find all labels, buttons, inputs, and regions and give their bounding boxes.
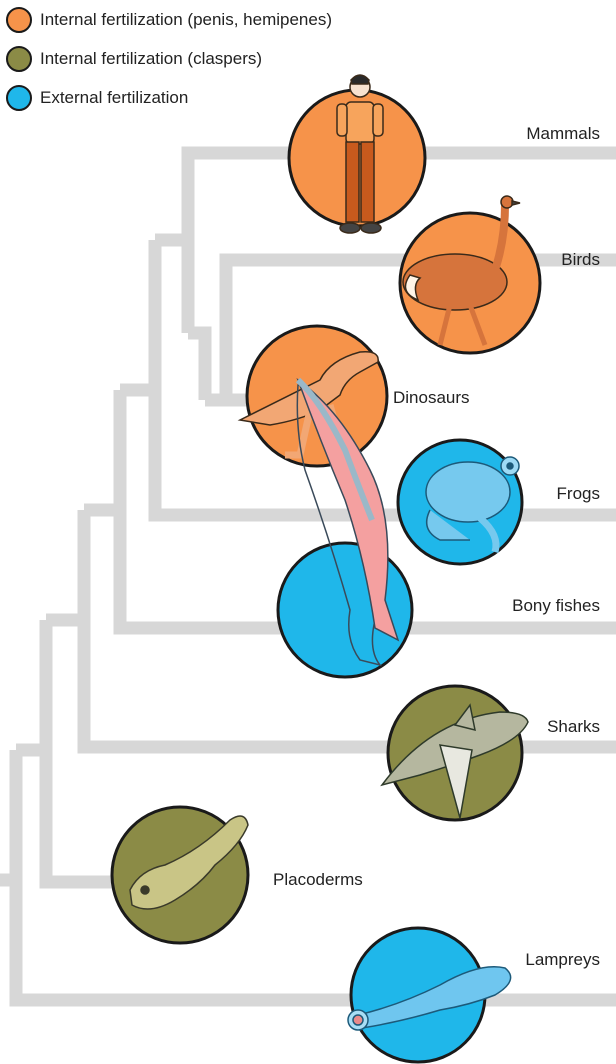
taxon-sharks xyxy=(382,686,528,820)
fertilization-circle xyxy=(278,543,412,677)
olive-circle-icon xyxy=(6,46,32,72)
legend-item-external: External fertilization xyxy=(6,84,188,112)
label-sharks: Sharks xyxy=(547,717,600,736)
label-birds: Birds xyxy=(561,250,600,269)
label-bony-fishes: Bony fishes xyxy=(512,596,600,615)
label-placoderms: Placoderms xyxy=(273,870,363,889)
label-dinosaurs: Dinosaurs xyxy=(393,388,470,407)
label-lampreys: Lampreys xyxy=(525,950,600,969)
label-mammals: Mammals xyxy=(526,124,600,143)
legend-label: External fertilization xyxy=(40,88,188,108)
label-frogs: Frogs xyxy=(557,484,600,503)
node-amniotes xyxy=(188,333,205,400)
taxon-placoderms xyxy=(112,807,248,943)
orange-circle-icon xyxy=(6,7,32,33)
legend-label: Internal fertilization (penis, hemipenes… xyxy=(40,10,332,30)
legend-label: Internal fertilization (claspers) xyxy=(40,49,262,69)
legend-item-internal-claspers: Internal fertilization (claspers) xyxy=(6,45,262,73)
legend-item-internal-penis: Internal fertilization (penis, hemipenes… xyxy=(6,6,332,34)
taxon-frogs xyxy=(398,440,522,564)
taxon-lampreys xyxy=(348,928,511,1062)
blue-circle-icon xyxy=(6,85,32,111)
taxon-birds xyxy=(400,196,540,353)
legend: Internal fertilization (penis, hemipenes… xyxy=(0,0,420,120)
